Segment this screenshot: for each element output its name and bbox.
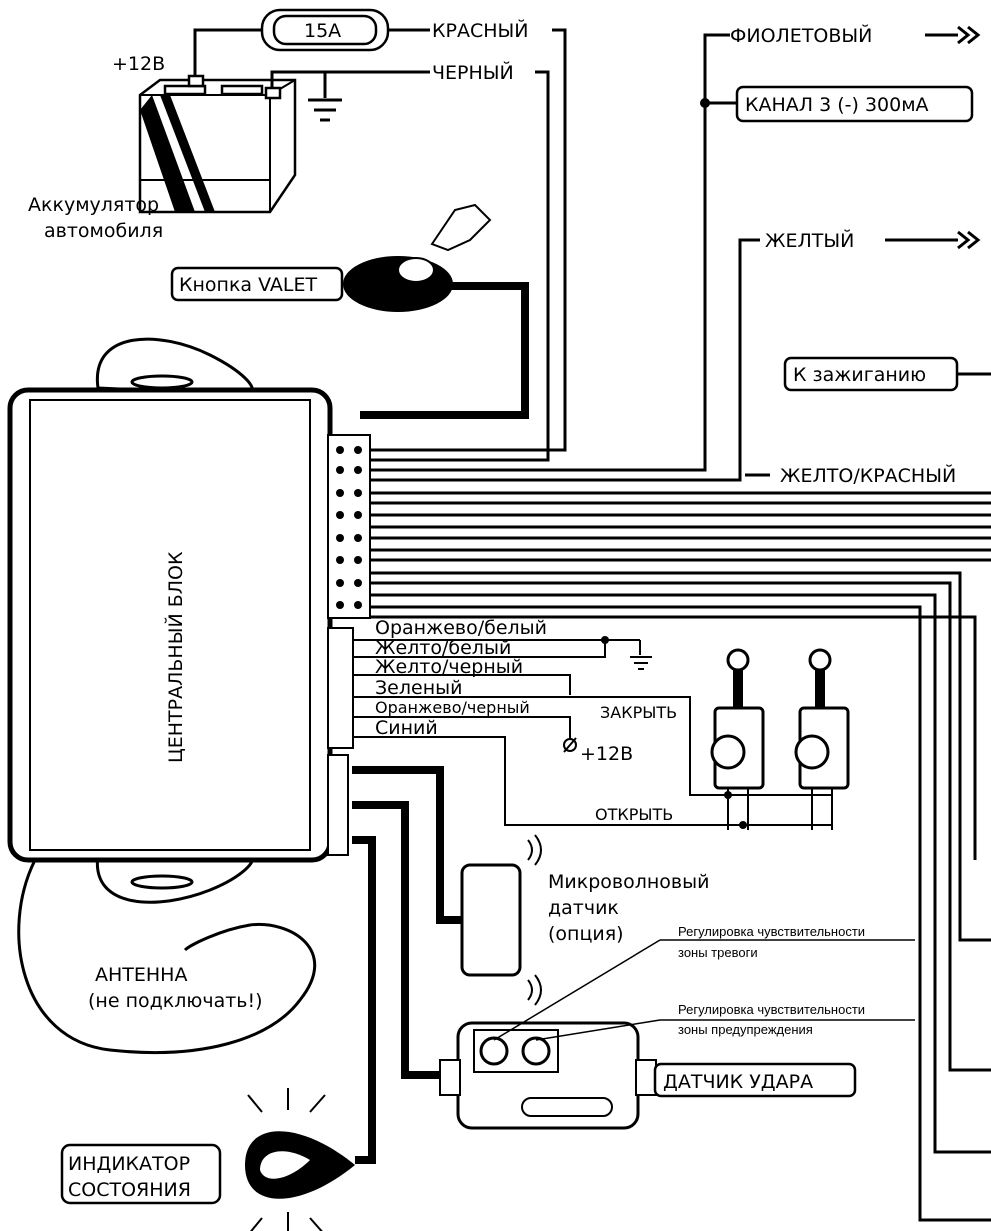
wire-label-green: Зеленый <box>375 677 462 699</box>
indicator-box <box>60 1143 222 1205</box>
warn-adjust-label-1: Регулировка чувствительности <box>678 1002 865 1017</box>
antenna-label-1: АНТЕННА <box>95 964 187 986</box>
plus12-label: +12В <box>580 743 633 765</box>
microwave-label-3: (опция) <box>548 923 624 945</box>
microwave-label-1: Микроволновый <box>548 871 709 893</box>
indicator-label-2: СОСТОЯНИЯ <box>68 1179 191 1201</box>
shock-sensor-label: ДАТЧИК УДАРА <box>663 1071 813 1093</box>
wire-label-yellow-black: Желто/черный <box>375 656 523 678</box>
alarm-adjust-label-2: зоны тревоги <box>678 945 758 960</box>
battery-caption-2: автомобиля <box>44 220 163 242</box>
valet-button-icon <box>343 203 492 312</box>
channel3-label: КАНАЛ 3 (-) 300мА <box>745 94 929 116</box>
antenna-label-2: (не подключать!) <box>88 990 263 1012</box>
wire-label-orange-black: Оранжево/черный <box>375 698 530 717</box>
ground-icon-2 <box>630 640 652 670</box>
fuse-label: 15A <box>304 20 341 42</box>
valet-label-box <box>170 266 344 302</box>
microwave-label-2: датчик <box>548 897 619 919</box>
alarm-adjust-label-1: Регулировка чувствительности <box>678 924 865 939</box>
wire-label-red: КРАСНЫЙ <box>432 19 528 42</box>
central-unit-label: ЦЕНТРАЛЬНЫЙ БЛОК <box>164 551 187 763</box>
indicator-label-1: ИНДИКАТОР <box>68 1153 190 1175</box>
ground-icon <box>308 72 342 122</box>
microwave-sensor-icon <box>460 834 542 1006</box>
battery-plus-label: +12В <box>112 53 165 75</box>
wire-label-orange-white: Оранжево/белый <box>375 617 547 639</box>
channel3-box <box>735 85 974 123</box>
wire-label-yellow-red: ЖЕЛТО/КРАСНЫЙ <box>780 464 956 487</box>
wire-label-violet: ФИОЛЕТОВЫЙ <box>730 24 872 47</box>
actuator-icon <box>794 648 850 830</box>
connector-pins <box>336 446 362 609</box>
central-unit <box>7 337 371 904</box>
wire-label-yellow: ЖЕЛТЫЙ <box>765 229 854 252</box>
antenna-icon <box>17 859 317 1054</box>
close-label: ЗАКРЫТЬ <box>600 703 677 722</box>
ignition-label: К зажиганию <box>793 364 926 386</box>
valet-button-label: Кнопка VALET <box>179 274 317 296</box>
warn-adjust-label-2: зоны предупреждения <box>678 1022 813 1037</box>
battery-icon <box>138 74 297 214</box>
battery-caption-1: Аккумулятор <box>28 194 159 216</box>
wire-label-black: ЧЕРНЫЙ <box>432 61 514 84</box>
indicator-icon <box>245 1088 355 1231</box>
open-label: ОТКРЫТЬ <box>595 805 673 824</box>
shock-sensor-box <box>653 1062 857 1098</box>
wire-label-yellow-white: Желто/белый <box>375 637 511 659</box>
shock-sensor-icon <box>439 1021 657 1130</box>
wire-label-blue: Синий <box>375 717 438 739</box>
actuator-icon <box>710 648 765 830</box>
